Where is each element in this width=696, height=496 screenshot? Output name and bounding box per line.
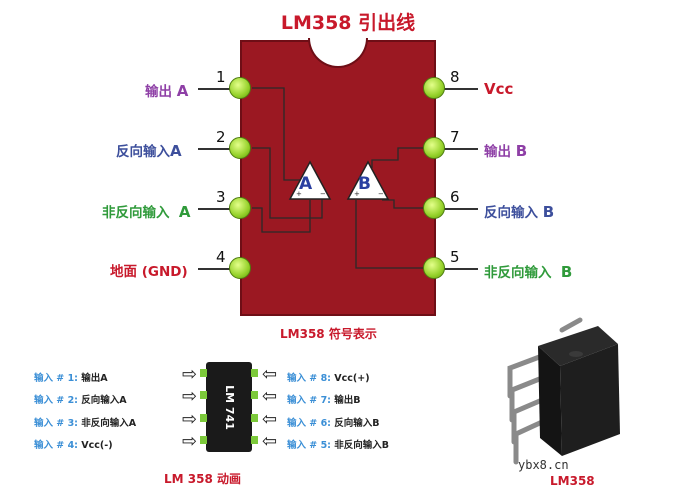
pin-7-number: 7 [450, 128, 460, 146]
ic-pin [200, 391, 207, 399]
small-left-4: 输入 # 4: Vcc(-) [34, 440, 113, 451]
svg-text:+: + [354, 190, 360, 198]
small-right-7: 输入 # 7: 输出B [287, 395, 361, 406]
opamp-b-triangle [346, 160, 390, 200]
pin-1-dot [229, 77, 251, 99]
pin-1-number: 1 [216, 68, 226, 86]
ic-package [206, 362, 252, 452]
symbol-caption: LM358 符号表示 [280, 327, 377, 341]
ic-marking: LM 741 [222, 384, 236, 430]
pin-7-dot [423, 137, 445, 159]
pin-5-dot [423, 257, 445, 279]
pin-6-number: 6 [450, 188, 460, 206]
ic-pin [251, 436, 258, 444]
arrow-right-icon: ⇨ [182, 431, 198, 452]
pin-7-label: 输出 B [484, 142, 528, 160]
pin-6-dot [423, 197, 445, 219]
chip-body [240, 40, 436, 316]
pin-4-label: 地面 (GND) [110, 264, 188, 280]
small-right-8: 输入 # 8: Vcc(+) [287, 373, 370, 384]
pin-8-number: 8 [450, 68, 460, 86]
opamp-a-label: A [299, 174, 313, 194]
pin-4-dot [229, 257, 251, 279]
lm358-photo [507, 317, 620, 465]
arrow-left-icon: ⇦ [262, 431, 278, 452]
arrow-right-icon: ⇨ [182, 409, 198, 430]
small-left-2: 输入 # 2: 反向输入A [34, 395, 127, 406]
pin-5-label: 非反向输入 B [484, 263, 573, 281]
opamp-b-label: B [358, 174, 371, 194]
pin-8-dot [423, 77, 445, 99]
ic-pin [200, 436, 207, 444]
pin-3-label: 非反向输入 A [102, 203, 191, 221]
svg-text:+: + [296, 190, 302, 198]
ic-pin [251, 369, 258, 377]
arrow-right-icon: ⇨ [182, 386, 198, 407]
pin-4-number: 4 [216, 248, 226, 266]
diagram-title: LM358 引出线 [280, 12, 416, 34]
arrow-right-icon: ⇨ [182, 364, 198, 385]
pin-8-label: Vcc [484, 80, 514, 98]
photo-caption: LM358 [550, 474, 595, 488]
ic-pin [200, 369, 207, 377]
pin-6-label: 反向输入 B [484, 203, 555, 221]
ic-pin [200, 414, 207, 422]
svg-text:−: − [320, 190, 326, 198]
pin-7-lead [444, 148, 478, 150]
pin-1-label: 输出 A [145, 82, 189, 100]
pin-2-dot [229, 137, 251, 159]
pin-5-number: 5 [450, 248, 460, 266]
small-left-3: 输入 # 3: 非反向输入A [34, 418, 137, 429]
small-left-1: 输入 # 1: 输出A [34, 373, 108, 384]
ic-pin [251, 414, 258, 422]
pin-3-number: 3 [216, 188, 226, 206]
small-right-5: 输入 # 5: 非反向输入B [287, 440, 390, 451]
pin-3-lead [198, 208, 232, 210]
pin-2-label: 反向输入A [116, 142, 182, 160]
pin-2-number: 2 [216, 128, 226, 146]
ic-caption: LM 358 动画 [164, 472, 241, 486]
pin-1-lead [198, 88, 232, 90]
arrow-left-icon: ⇦ [262, 364, 278, 385]
arrow-left-icon: ⇦ [262, 409, 278, 430]
pin-3-dot [229, 197, 251, 219]
pin-4-lead [198, 268, 232, 270]
pin-2-lead [198, 148, 232, 150]
pin-8-lead [444, 88, 478, 90]
small-right-6: 输入 # 6: 反向输入B [287, 418, 380, 429]
pin-6-lead [444, 208, 478, 210]
pin-5-lead [444, 268, 478, 270]
svg-text:−: − [378, 190, 384, 198]
ic-pin [251, 391, 258, 399]
watermark: ybx8.cn [518, 458, 569, 472]
opamp-a-triangle [288, 160, 332, 200]
arrow-left-icon: ⇦ [262, 386, 278, 407]
